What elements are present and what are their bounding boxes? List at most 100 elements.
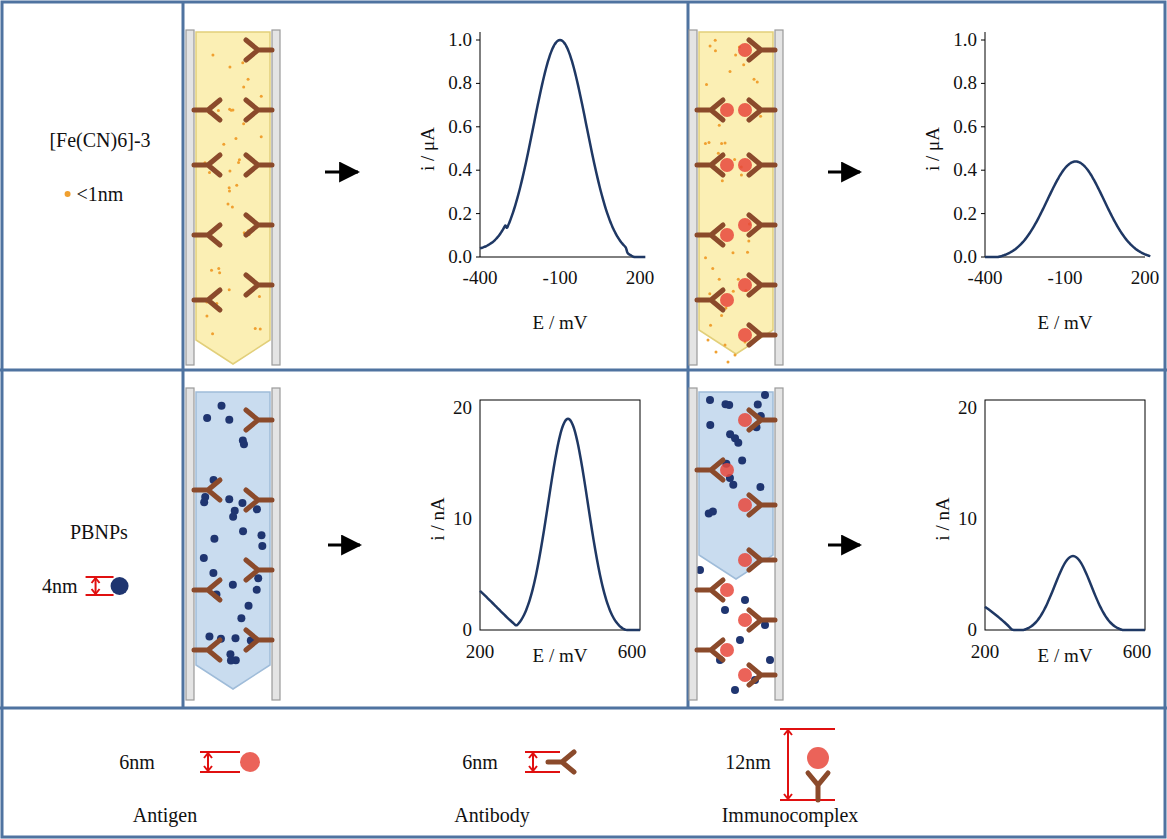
tick-label: 600 [1123,642,1152,663]
pore-fill [196,32,270,364]
key-label: Antigen [133,804,197,826]
pore-wall [689,30,697,365]
antibody-symbol [246,560,272,580]
antibody-symbol [697,460,723,480]
tick-label: -400 [968,268,1003,289]
antibody-symbol [246,40,272,60]
tick-label: 0.4 [448,160,472,181]
antibody-symbol [697,100,723,120]
pore-fill [196,392,270,689]
tick-label: 0.0 [953,247,977,268]
tick-label: 0.4 [953,160,977,181]
antibody-symbol [246,275,272,295]
antigen-symbol [720,158,734,172]
axis-title: i / μA [418,127,439,171]
tick-label: 20 [453,398,472,419]
axis-title: i / nA [933,497,954,540]
antibody-symbol [697,225,723,245]
size-label: <1nm [25,182,175,206]
antibody-symbol [194,640,220,660]
pore-wall [272,30,280,365]
axis-title: E / mV [1038,646,1093,667]
antibody-symbol [194,580,220,600]
antibody-symbol [697,155,723,175]
voltammogram [981,32,1150,257]
flow-arrow [328,544,360,547]
antigen-symbol [720,103,734,117]
size-key [200,729,835,800]
axis-title: i / μA [923,127,944,171]
key-label: 12nm [725,751,771,773]
pore-fill [699,32,773,354]
antibody-symbol [749,215,775,235]
size-label: 4nm [42,574,78,598]
key-label: 6nm [119,751,155,773]
pore-wall [272,388,280,700]
flow-arrow [828,171,860,174]
tick-label: 200 [466,642,495,663]
antibody-symbol [749,325,775,345]
antibody-symbol [749,100,775,120]
antibody-symbol [194,480,220,500]
current-curve [985,162,1150,257]
tick-label: 200 [1131,268,1160,289]
tick-label: 0.6 [448,116,472,137]
antibody-symbol [749,40,775,60]
pore-wall [186,30,194,365]
antibody-symbol [697,580,723,600]
antigen-symbol [738,278,752,292]
antibody-symbol [749,610,775,630]
tick-label: 0.6 [953,116,977,137]
antibody-symbol [749,550,775,570]
ion-dot [65,191,71,197]
antigen-symbol [738,668,752,682]
antigen-symbol [240,752,260,772]
tick-label: 10 [453,509,472,530]
antibody-symbol [246,490,272,510]
tick-label: 0.2 [448,203,472,224]
antibody-symbol [246,630,272,650]
key-label: 6nm [462,751,498,773]
probe-name: [Fe(CN)6]-3 [25,128,175,152]
antigen-symbol [720,463,734,477]
antibody-symbol [697,640,723,660]
antigen-symbol [738,553,752,567]
antibody-symbol [246,155,272,175]
axis-title: E / mV [533,646,588,667]
tick-label: 0 [968,620,978,641]
tick-label: -100 [543,268,578,289]
nanopore [689,388,783,700]
pore-wall [775,30,783,365]
current-curve [480,419,640,630]
antibody-symbol [194,100,220,120]
antigen-symbol [738,413,752,427]
nanopore [186,388,280,700]
tick-label: 0.8 [448,73,472,94]
tick-label: 1.0 [448,30,472,51]
antibody-symbol [194,290,220,310]
row-header-cell: PBNPs4nm [30,520,170,598]
antibody-symbol [749,275,775,295]
tick-label: 0.8 [953,73,977,94]
nanopore [689,30,783,365]
current-curve [985,556,1145,630]
antibody-symbol [749,665,775,685]
pore-wall [775,388,783,700]
antigen-symbol [738,218,752,232]
antibody-symbol [749,495,775,515]
antigen-symbol [738,103,752,117]
antigen-symbol [738,158,752,172]
antibody-symbol [194,225,220,245]
tick-label: 0 [463,620,473,641]
antibody-symbol [749,410,775,430]
antibody-symbol [246,215,272,235]
axis-title: E / mV [1038,313,1093,334]
row-header-cell: [Fe(CN)6]-3 <1nm [25,128,175,206]
tick-label: 0.2 [953,203,977,224]
antigen-symbol [720,643,734,657]
nanoparticle-icon [86,577,129,595]
tick-label: 200 [971,642,1000,663]
